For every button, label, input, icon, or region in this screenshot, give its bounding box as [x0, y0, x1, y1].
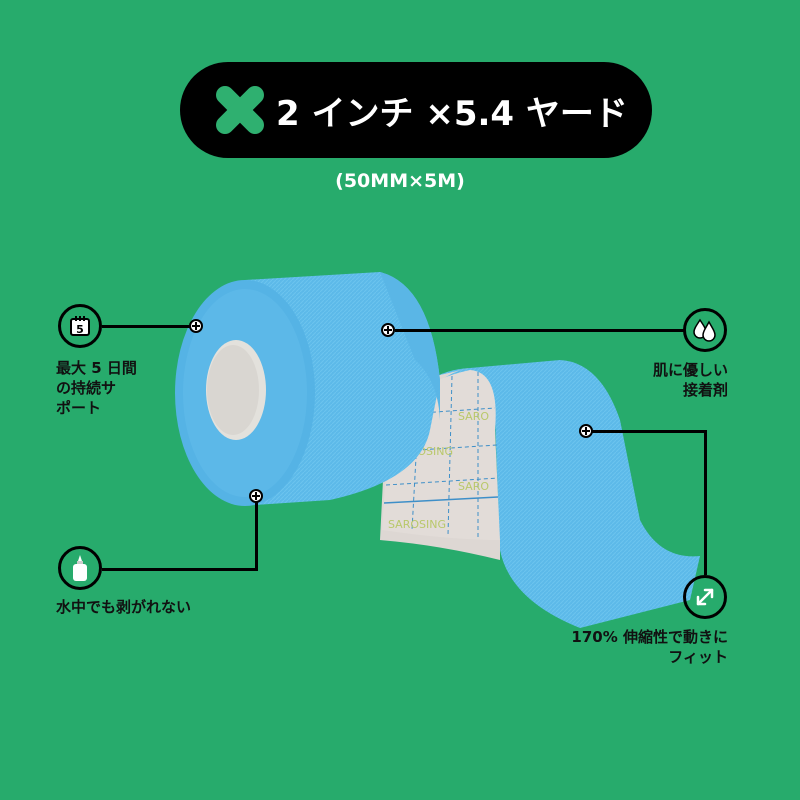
expand-arrows-icon — [696, 588, 714, 606]
water-drops-icon — [693, 318, 716, 342]
page-title: 2 インチ ×5.4 ヤード — [276, 93, 628, 134]
feature-duration-text: 最大 5 日間 の持続サ ポート — [56, 359, 137, 417]
svg-text:SARO: SARO — [458, 480, 489, 493]
hotspot-waterproof[interactable] — [249, 489, 263, 503]
glue-bottle-icon — [73, 555, 87, 581]
hotspot-duration[interactable] — [189, 319, 203, 333]
size-subtitle: (50MM×5M) — [335, 170, 465, 192]
drops-icon-circle — [683, 308, 727, 352]
calendar-icon-circle: 5 — [58, 304, 102, 348]
calendar-5-icon: 5 — [70, 316, 90, 336]
connector-line — [255, 502, 258, 571]
connector-line — [592, 430, 707, 433]
connector-line — [395, 329, 685, 332]
svg-text:SAROSING: SAROSING — [388, 518, 446, 531]
hotspot-stretch[interactable] — [579, 424, 593, 438]
connector-line — [102, 325, 192, 328]
bottle-icon-circle — [58, 546, 102, 590]
svg-text:5: 5 — [76, 323, 84, 336]
feature-waterproof-text: 水中でも剥がれない — [56, 598, 192, 616]
connector-line — [704, 430, 707, 575]
green-cross-icon — [216, 86, 264, 134]
arrows-icon-circle — [683, 575, 727, 619]
svg-text:SARO: SARO — [458, 410, 489, 423]
connector-line — [102, 568, 258, 571]
feature-stretch-text: 170% 伸縮性で動きに フィット — [571, 628, 728, 666]
title-banner: 2 インチ ×5.4 ヤード — [180, 62, 652, 158]
hotspot-skin[interactable] — [381, 323, 395, 337]
feature-skin-text: 肌に優しい 接着剤 — [652, 361, 728, 399]
